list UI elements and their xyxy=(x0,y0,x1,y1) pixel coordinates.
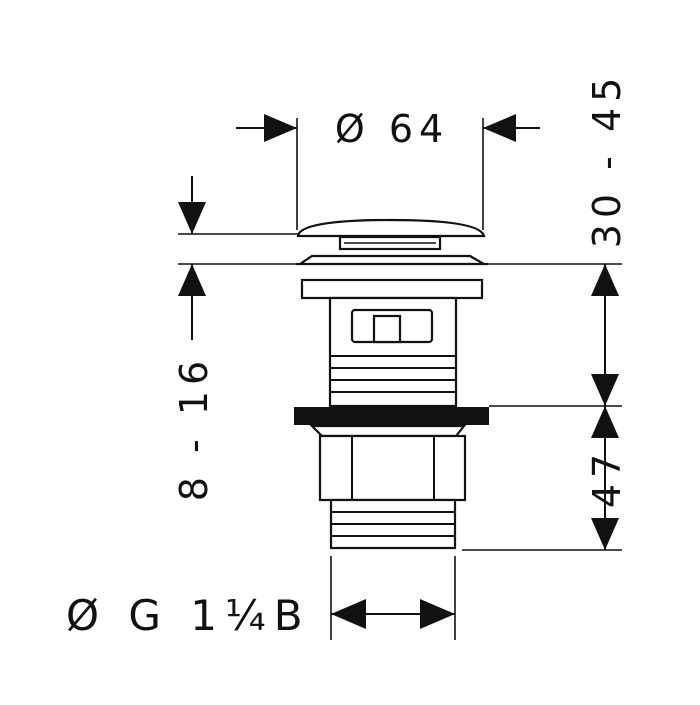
thread-height-dimension: 47 xyxy=(585,406,629,550)
arrowhead-down-icon xyxy=(591,518,619,550)
arrowhead-up-icon xyxy=(178,264,206,296)
arrowhead-up-icon xyxy=(591,406,619,438)
extension-lines xyxy=(178,118,622,640)
thickness-range-label: 8 - 16 xyxy=(172,355,216,501)
arrowhead-left-icon xyxy=(483,114,516,142)
diameter-64-dimension: Ø 64 xyxy=(236,107,540,151)
arrowhead-right-icon xyxy=(264,114,297,142)
drain-valve-body xyxy=(294,218,489,550)
plug-cap xyxy=(296,218,486,238)
nut xyxy=(318,434,467,502)
thread-dimension: Ø G 1¼B xyxy=(66,591,455,640)
thread-height-label: 47 xyxy=(585,448,629,508)
thickness-dimension: 8 - 16 xyxy=(172,176,216,501)
top-flange xyxy=(296,254,489,266)
thread-label: Ø G 1¼B xyxy=(66,591,311,640)
arrowhead-right-icon xyxy=(420,599,455,629)
slot-insert xyxy=(372,314,402,344)
nut-top xyxy=(309,424,467,438)
diameter-64-label: Ø 64 xyxy=(335,107,449,151)
lock-washer xyxy=(294,407,489,425)
arrowhead-down-icon xyxy=(591,374,619,406)
collar xyxy=(300,278,484,300)
height-range-label: 30 - 45 xyxy=(585,72,629,249)
height-range-dimension: 30 - 45 xyxy=(585,72,629,406)
arrowhead-down-icon xyxy=(178,202,206,234)
arrowhead-left-icon xyxy=(331,599,366,629)
arrowhead-up-icon xyxy=(591,264,619,296)
